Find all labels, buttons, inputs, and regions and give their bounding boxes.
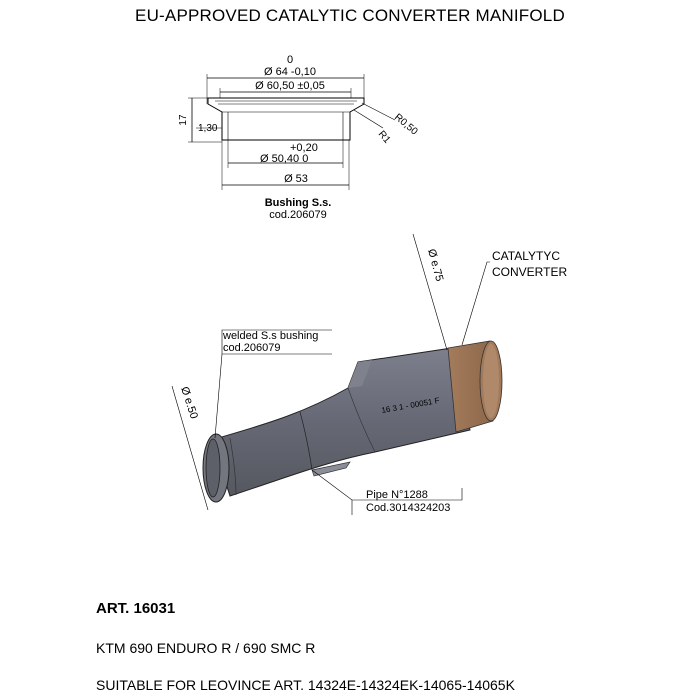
- bushing-dim-130: 1,30: [198, 123, 218, 134]
- bushing-dim-tol-plus: +0,20: [290, 142, 318, 154]
- page-title: EU-APPROVED CATALYTIC CONVERTER MANIFOLD: [135, 6, 565, 25]
- bushing-code: cod.206079: [269, 209, 327, 221]
- bushing-dim-d64: Ø 64 -0,10: [264, 66, 316, 78]
- catalyst-label-2: CONVERTER: [492, 265, 567, 279]
- bushing-dim-d60: Ø 60,50 ±0,05: [255, 80, 325, 92]
- welded-label-1: welded S.s bushing: [222, 330, 318, 342]
- bushing-name: Bushing S.s.: [265, 197, 332, 209]
- bushing-dim-top-tol: 0: [287, 54, 293, 66]
- bushing-drawing: [188, 74, 396, 190]
- manifold-leaders: [171, 233, 490, 515]
- model-fitment: KTM 690 ENDURO R / 690 SMC R: [96, 640, 316, 656]
- bushing-dim-d5040: Ø 50,40 0: [260, 153, 308, 165]
- pipe-label-2: Cod.3014324203: [366, 502, 450, 514]
- welded-label-2: cod.206079: [223, 342, 281, 354]
- article-number: ART. 16031: [96, 600, 176, 617]
- bushing-dim-r050: R0,50: [392, 112, 420, 138]
- bushing-dim-17: 17: [178, 114, 189, 126]
- manifold-drawing: [202, 340, 503, 503]
- catalyst-label-1: CATALYTYC: [492, 249, 560, 263]
- manifold-dim-e75: Ø e.75: [425, 248, 445, 283]
- bushing-dim-r1: R1: [376, 129, 393, 146]
- bushing-dim-d53: Ø 53: [284, 173, 308, 185]
- pipe-label-1: Pipe N°1288: [366, 489, 428, 501]
- manifold-dim-e50: Ø e.50: [178, 385, 200, 420]
- suitable-for: SUITABLE FOR LEOVINCE ART. 14324E-14324E…: [96, 677, 515, 693]
